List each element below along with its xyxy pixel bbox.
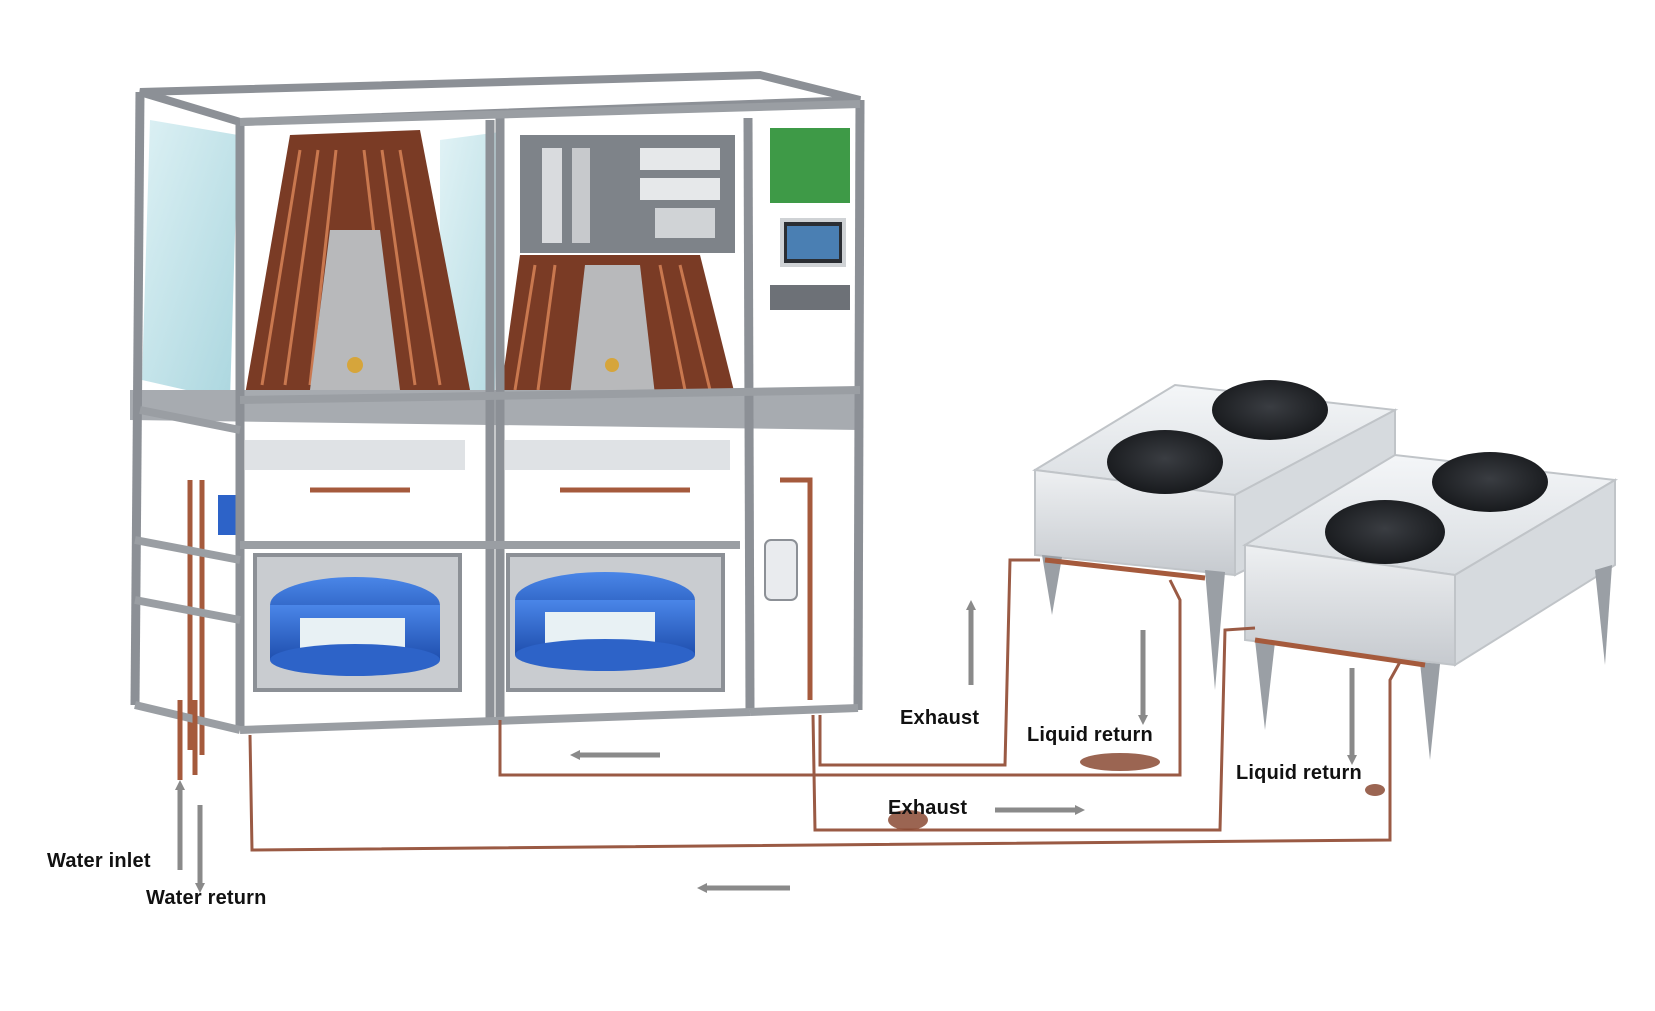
liquid-return-label-1: Liquid return — [1027, 724, 1153, 746]
coil-center-right — [570, 265, 655, 395]
breaker-strip-2 — [572, 148, 590, 243]
water-return-label: Water return — [146, 887, 267, 909]
water-pipes — [177, 700, 198, 780]
receiver-tank — [764, 539, 798, 601]
condenser-coil-1 — [1044, 557, 1206, 581]
frame-rails — [134, 100, 861, 734]
coil-center-left — [310, 230, 400, 390]
frame-posts — [130, 91, 865, 730]
indoor-unit — [130, 70, 865, 755]
terminal-block — [655, 208, 715, 238]
motor-left — [218, 495, 240, 535]
water-inlet-label: Water inlet — [47, 850, 151, 872]
blower-fan-left — [253, 553, 462, 692]
liquid-return-label-2: Liquid return — [1236, 762, 1362, 784]
switch-row — [770, 285, 850, 310]
breaker-strip — [542, 148, 562, 243]
pipe-shadows — [888, 753, 1385, 830]
glass-panel-left — [142, 120, 238, 400]
condenser-fan-1a — [1107, 430, 1223, 494]
condenser-fan-1b — [1212, 380, 1328, 440]
drip-tray-right — [505, 440, 730, 470]
valve-right — [605, 358, 619, 372]
blower-fan-right — [506, 553, 725, 692]
display-bar-1 — [640, 148, 720, 170]
circuit-board — [770, 128, 850, 203]
condenser-unit-2 — [1242, 452, 1619, 760]
condenser-unit-1 — [1032, 380, 1399, 690]
condenser-fan-2a — [1325, 500, 1445, 564]
valve-left — [347, 357, 363, 373]
external-piping — [248, 558, 1402, 852]
exhaust-label-1: Exhaust — [900, 707, 980, 729]
condenser-fan-2b — [1432, 452, 1548, 512]
drip-tray-left — [245, 440, 465, 470]
internal-piping — [187, 477, 813, 755]
condenser-coil-2 — [1254, 637, 1426, 668]
display-bar-2 — [640, 178, 720, 200]
exhaust-label-2: Exhaust — [888, 797, 968, 819]
touch-screen-display — [787, 226, 839, 259]
